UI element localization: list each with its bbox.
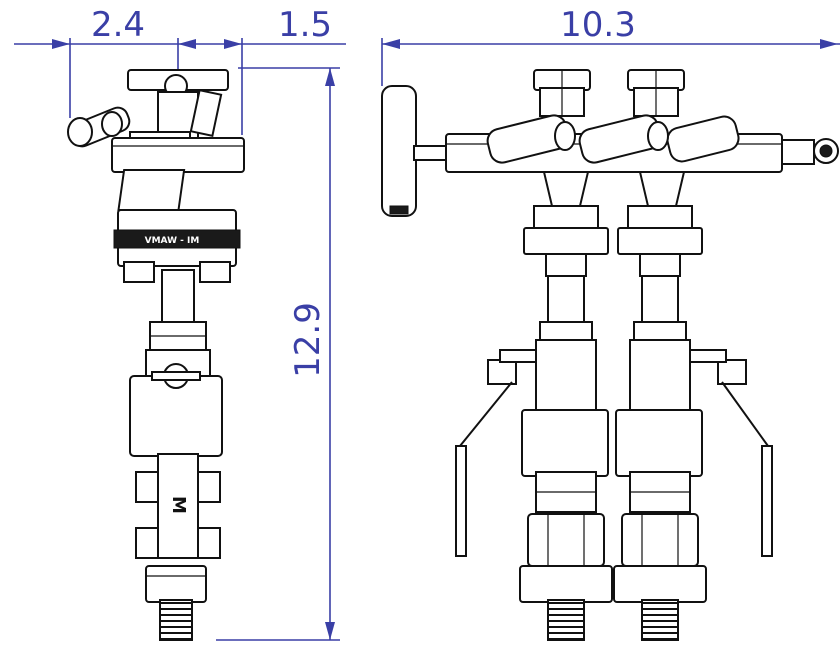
side-view: VMAW - IM M [67,69,245,641]
dimension-label-2-4: 2.4 [91,5,145,45]
side-knob [67,106,131,148]
top-caps [533,69,685,117]
t-handle-left [381,85,447,217]
front-view [381,69,839,641]
dimension-label-1-5: 1.5 [278,5,332,45]
leg-right [613,205,773,641]
dimension-annotations: 2.4 1.5 10.3 12.9 [14,5,840,641]
dimension-label-10-3: 10.3 [560,5,636,45]
tilted-knobs [486,114,740,164]
handle-logo: M [168,496,189,514]
dimension-label-12-9: 12.9 [288,302,328,378]
body-engraving: VMAW - IM [145,236,200,246]
leg-left [455,205,613,641]
